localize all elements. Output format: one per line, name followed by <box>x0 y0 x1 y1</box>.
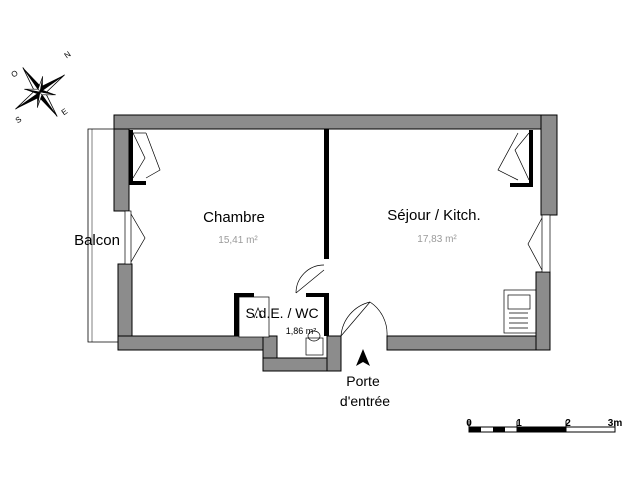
scale-label-0: 0 <box>466 418 472 429</box>
shower-icon <box>238 296 270 338</box>
room-area-chambre: 15,41 m² <box>218 235 258 246</box>
entrance-label-line1: Porte <box>346 373 380 389</box>
window-chambre-top-left <box>132 132 161 179</box>
entrance-arrow-icon <box>356 349 370 366</box>
window-sejour-top-right <box>497 132 530 181</box>
door-entrance <box>340 301 388 337</box>
room-name-chambre: Chambre <box>203 209 265 226</box>
room-area-sde: 1,86 m² <box>286 326 317 336</box>
compass-south: S <box>14 115 24 125</box>
room-area-sejour: 17,83 m² <box>417 234 457 245</box>
compass-north: N <box>63 49 73 60</box>
room-name-sejour: Séjour / Kitch. <box>387 207 480 224</box>
scale-label-3m: 3m <box>608 418 623 429</box>
room-name-sde: S.d.E. / WC <box>245 305 318 321</box>
compass-west: O <box>9 68 19 79</box>
outer-walls <box>113 114 558 372</box>
compass-east: E <box>60 107 70 117</box>
scale-label-1: 1 <box>516 418 522 429</box>
compass-star-icon <box>15 67 65 117</box>
window-sejour-right <box>527 214 551 273</box>
scale-label-2: 2 <box>565 418 571 429</box>
interior-walls <box>129 129 533 336</box>
entrance-label-line2: d'entrée <box>340 393 390 409</box>
window-chambre-balcony <box>124 210 146 265</box>
compass-rose: N E S O <box>9 49 73 125</box>
balcony-label: Balcon <box>74 232 120 249</box>
door-sde <box>295 264 325 294</box>
sink-icon <box>503 289 537 334</box>
toilet-icon <box>305 330 324 356</box>
balcony <box>87 128 118 343</box>
scale-bar <box>468 421 616 433</box>
